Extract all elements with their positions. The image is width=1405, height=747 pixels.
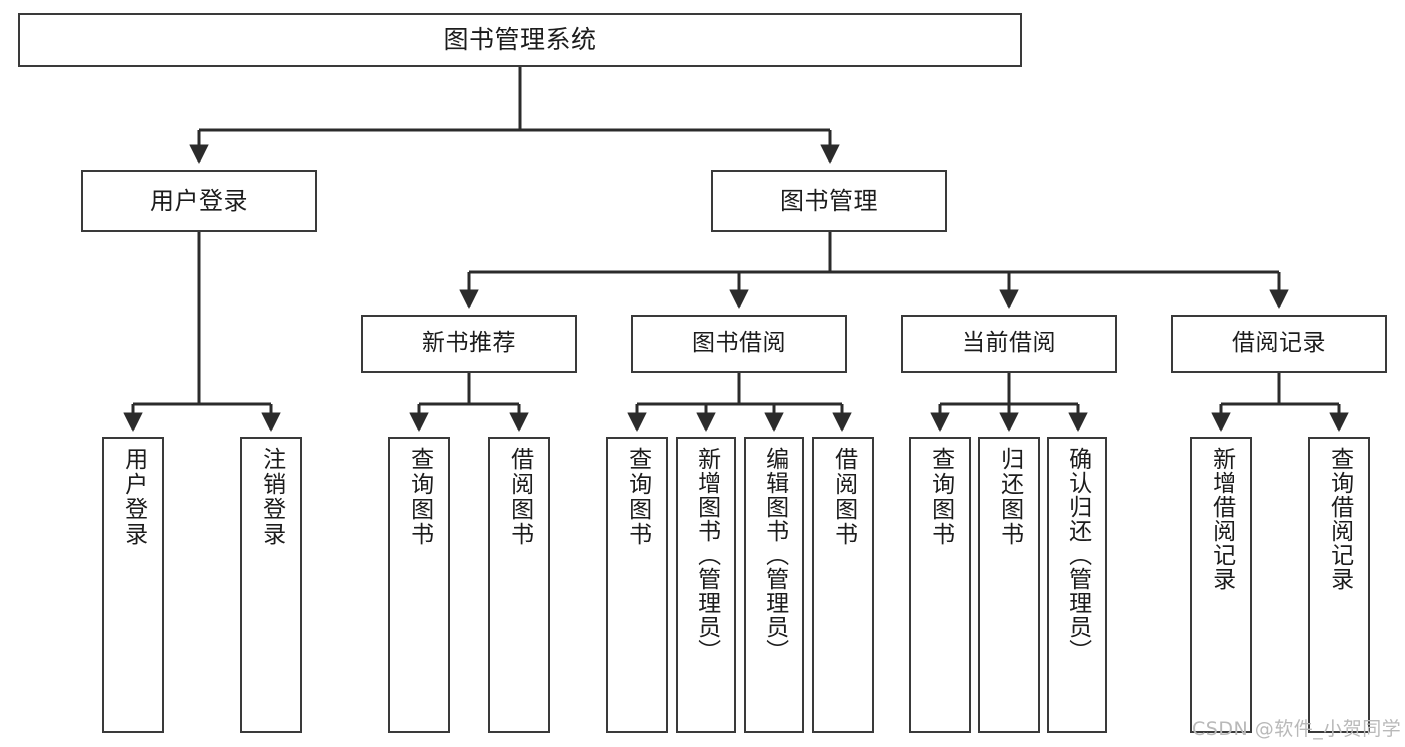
node-label: 新增图书（管理员） bbox=[693, 447, 720, 663]
node-label: 图书借阅 bbox=[692, 330, 786, 357]
node-label: 确认归还（管理员） bbox=[1064, 447, 1091, 663]
leaf-borrow-book[interactable]: 借阅图书 bbox=[812, 437, 874, 733]
node-root-system[interactable]: 图书管理系统 bbox=[18, 13, 1022, 67]
leaf-query-book-recommend[interactable]: 查询图书 bbox=[388, 437, 450, 733]
node-user-login[interactable]: 用户登录 bbox=[81, 170, 317, 232]
node-label: 图书管理系统 bbox=[443, 25, 597, 54]
leaf-query-borrow-record[interactable]: 查询借阅记录 bbox=[1308, 437, 1370, 733]
leaf-query-book-current[interactable]: 查询图书 bbox=[909, 437, 971, 733]
node-current-borrow[interactable]: 当前借阅 bbox=[901, 315, 1117, 373]
leaf-edit-book[interactable]: 编辑图书（管理员） bbox=[744, 437, 804, 733]
node-label: 查询图书 bbox=[406, 447, 433, 547]
node-label: 查询借阅记录 bbox=[1326, 447, 1353, 591]
node-book-borrow[interactable]: 图书借阅 bbox=[631, 315, 847, 373]
node-label: 图书管理 bbox=[780, 186, 878, 215]
leaf-borrow-book-recommend[interactable]: 借阅图书 bbox=[488, 437, 550, 733]
node-new-book-recommend[interactable]: 新书推荐 bbox=[361, 315, 577, 373]
node-label: 新增借阅记录 bbox=[1208, 447, 1235, 591]
node-label: 归还图书 bbox=[996, 447, 1023, 547]
leaf-add-book[interactable]: 新增图书（管理员） bbox=[676, 437, 736, 733]
node-label: 借阅图书 bbox=[506, 447, 533, 547]
node-label: 用户登录 bbox=[120, 447, 147, 547]
leaf-query-book-borrow[interactable]: 查询图书 bbox=[606, 437, 668, 733]
node-label: 注销登录 bbox=[258, 447, 285, 547]
leaf-logout[interactable]: 注销登录 bbox=[240, 437, 302, 733]
node-label: 查询图书 bbox=[927, 447, 954, 547]
node-label: 查询图书 bbox=[624, 447, 651, 547]
leaf-add-borrow-record[interactable]: 新增借阅记录 bbox=[1190, 437, 1252, 733]
leaf-return-book[interactable]: 归还图书 bbox=[978, 437, 1040, 733]
node-label: 借阅记录 bbox=[1232, 330, 1326, 357]
node-label: 用户登录 bbox=[150, 186, 248, 215]
node-book-manage[interactable]: 图书管理 bbox=[711, 170, 947, 232]
node-borrow-record[interactable]: 借阅记录 bbox=[1171, 315, 1387, 373]
node-label: 编辑图书（管理员） bbox=[761, 447, 788, 663]
leaf-confirm-return[interactable]: 确认归还（管理员） bbox=[1047, 437, 1107, 733]
node-label: 借阅图书 bbox=[830, 447, 857, 547]
leaf-user-login[interactable]: 用户登录 bbox=[102, 437, 164, 733]
node-label: 新书推荐 bbox=[422, 330, 516, 357]
csdn-watermark: CSDN @软件_小贺同学 bbox=[1192, 718, 1402, 740]
node-label: 当前借阅 bbox=[962, 330, 1056, 357]
